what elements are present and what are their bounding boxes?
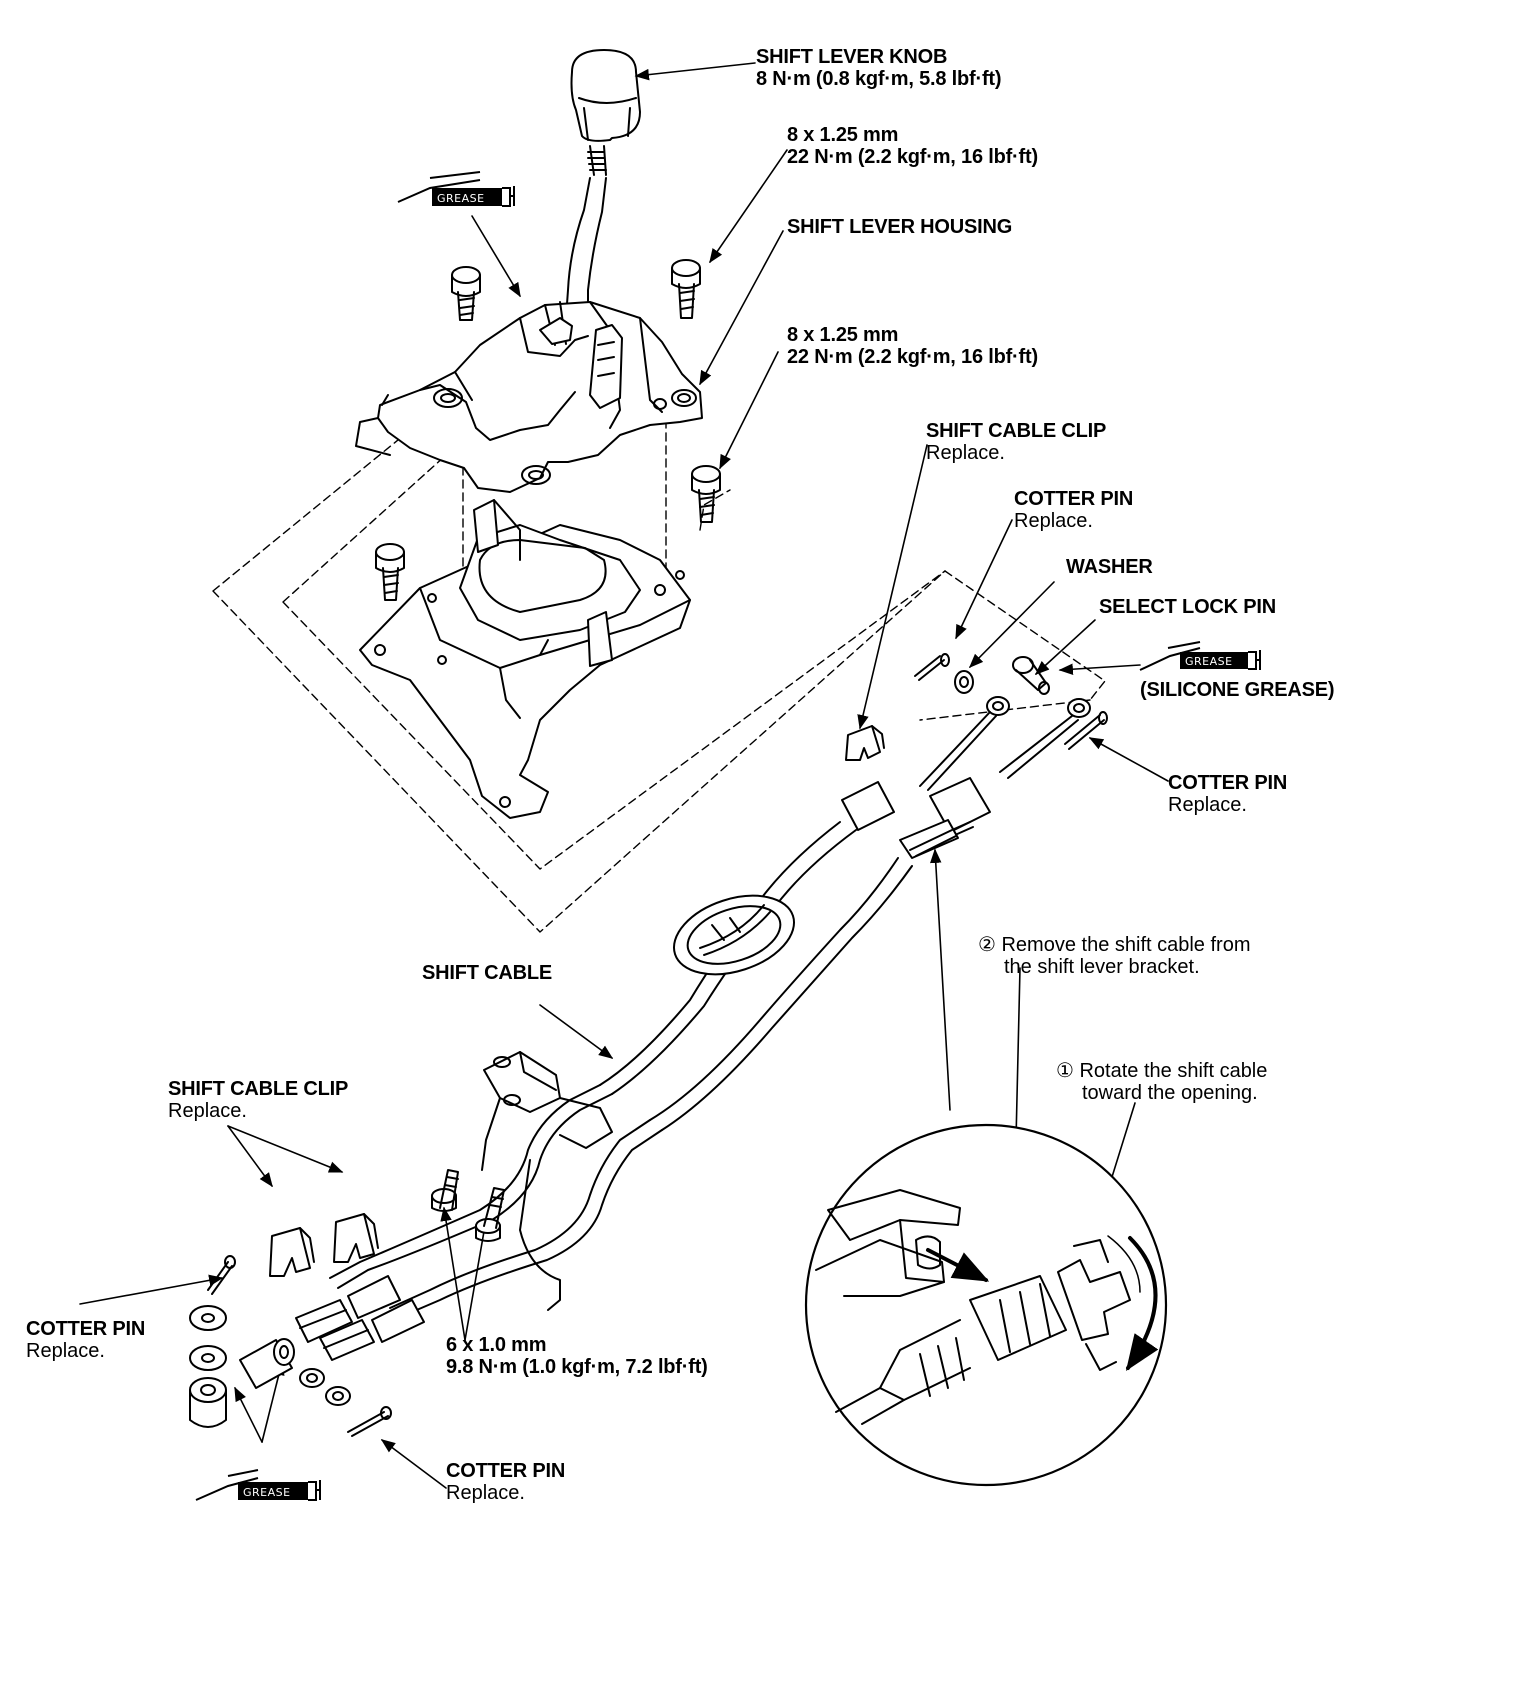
select-lock-pin-title: SELECT LOCK PIN (1099, 596, 1277, 618)
knob-title: SHIFT LEVER KNOB (756, 46, 948, 68)
assembly-guide-lines (212, 382, 1106, 933)
label-washer: WASHER (1066, 556, 1153, 578)
cotter-top-title: COTTER PIN (1014, 488, 1134, 510)
silicone-grease-title: (SILICONE GREASE) (1140, 679, 1335, 701)
label-cotter-pin-right: COTTER PIN Replace. (1168, 772, 1287, 816)
clip-left-title: SHIFT CABLE CLIP (168, 1078, 349, 1100)
bolt-mid-torque-spec: 22 N·m (2.2 kgf·m, 16 lbf·ft) (787, 346, 1038, 368)
right-cotter-pin-top (914, 653, 950, 681)
grommet (672, 894, 796, 976)
label-shift-cable-clip-left: SHIFT CABLE CLIP Replace. (168, 1078, 348, 1122)
housing-bolt-left (451, 266, 481, 321)
label-cotter-pin-left: COTTER PIN Replace. (26, 1318, 145, 1362)
bracket-bolt-left (375, 543, 405, 601)
select-lock-pin (1012, 656, 1050, 695)
cable-clamp-bracket (481, 1051, 613, 1171)
right-shift-cable-clip (845, 725, 885, 761)
housing-title: SHIFT LEVER HOUSING (787, 216, 1013, 238)
label-cotter-pin-bottom: COTTER PIN Replace. (446, 1460, 565, 1504)
step-2-line-2: the shift lever bracket. (1004, 956, 1200, 978)
shift-cable-end-right (841, 696, 1091, 859)
cotter-bottom-title: COTTER PIN (446, 1460, 566, 1482)
label-select-lock-pin: SELECT LOCK PIN (1099, 596, 1276, 618)
label-bolt-top: 8 x 1.25 mm 22 N·m (2.2 kgf·m, 16 lbf·ft… (787, 124, 1038, 168)
cotter-left-note: Replace. (26, 1340, 105, 1362)
lower-left-cotter-pin (207, 1255, 236, 1295)
clip-right-title: SHIFT CABLE CLIP (926, 420, 1107, 442)
shift-lever-knob (570, 49, 641, 176)
bolt-top-size: 8 x 1.25 mm (787, 124, 899, 146)
grease-icon-right: GREASE (1139, 641, 1261, 671)
shift-cable-upper (599, 821, 913, 1131)
svg-text:GREASE: GREASE (437, 192, 485, 205)
bolt-top-torque-spec: 22 N·m (2.2 kgf·m, 16 lbf·ft) (787, 146, 1038, 168)
right-washer (954, 670, 974, 694)
grease-icon-top: GREASE (397, 171, 515, 207)
clip-left-note: Replace. (168, 1100, 247, 1122)
label-shift-lever-knob: SHIFT LEVER KNOB 8 N·m (0.8 kgf·m, 5.8 l… (756, 46, 1002, 90)
right-cotter-pin-lower (1064, 711, 1108, 750)
cotter-right-title: COTTER PIN (1168, 772, 1288, 794)
knob-torque-spec: 8 N·m (0.8 kgf·m, 5.8 lbf·ft) (756, 68, 1002, 90)
label-bolt-mid: 8 x 1.25 mm 22 N·m (2.2 kgf·m, 16 lbf·ft… (787, 324, 1038, 368)
housing-bolt-right (671, 259, 701, 319)
bolt-low-size: 6 x 1.0 mm (446, 1334, 547, 1356)
cotter-top-note: Replace. (1014, 510, 1093, 532)
lower-cable-ends (295, 1275, 425, 1361)
bracket-bolt-right (691, 465, 721, 523)
lower-bushings (189, 1338, 295, 1428)
shift-lever-housing (355, 301, 703, 493)
svg-text:GREASE: GREASE (1185, 655, 1233, 668)
label-shift-lever-housing: SHIFT LEVER HOUSING (787, 216, 1012, 238)
shift-lever-bracket (359, 499, 691, 819)
label-cotter-pin-top: COTTER PIN Replace. (1014, 488, 1133, 532)
bolt-mid-size: 8 x 1.25 mm (787, 324, 899, 346)
label-shift-cable-clip-right: SHIFT CABLE CLIP Replace. (926, 420, 1106, 464)
label-bolt-low: 6 x 1.0 mm 9.8 N·m (1.0 kgf·m, 7.2 lbf·f… (446, 1334, 708, 1378)
cotter-right-note: Replace. (1168, 794, 1247, 816)
shift-cable-title: SHIFT CABLE (422, 962, 553, 984)
lower-bolt-right (475, 1187, 505, 1242)
washer-title: WASHER (1066, 556, 1153, 578)
label-step-2: ② Remove the shift cable from the shift … (978, 934, 1250, 978)
bolt-low-torque-spec: 9.8 N·m (1.0 kgf·m, 7.2 lbf·ft) (446, 1356, 708, 1378)
cotter-bottom-note: Replace. (446, 1482, 525, 1504)
detail-inset (804, 1123, 1168, 1487)
grease-icon-bottom: GREASE (195, 1469, 321, 1501)
cotter-left-title: COTTER PIN (26, 1318, 146, 1340)
lower-bottom-cotter-pin (347, 1406, 392, 1437)
shift-lever-rod (565, 177, 607, 319)
label-shift-cable: SHIFT CABLE (422, 962, 552, 984)
lower-washers (189, 1305, 351, 1406)
label-silicone-grease: (SILICONE GREASE) (1140, 679, 1335, 701)
label-step-1: ① Rotate the shift cable toward the open… (1056, 1060, 1267, 1104)
clip-right-note: Replace. (926, 442, 1005, 464)
lower-bolt-left (431, 1169, 459, 1212)
step-1-line-1: ① Rotate the shift cable (1056, 1060, 1268, 1082)
svg-text:GREASE: GREASE (243, 1486, 291, 1499)
step-1-line-2: toward the opening. (1082, 1082, 1258, 1104)
lower-shift-cable-clips (269, 1213, 379, 1277)
step-2-line-1: ② Remove the shift cable from (978, 934, 1251, 956)
